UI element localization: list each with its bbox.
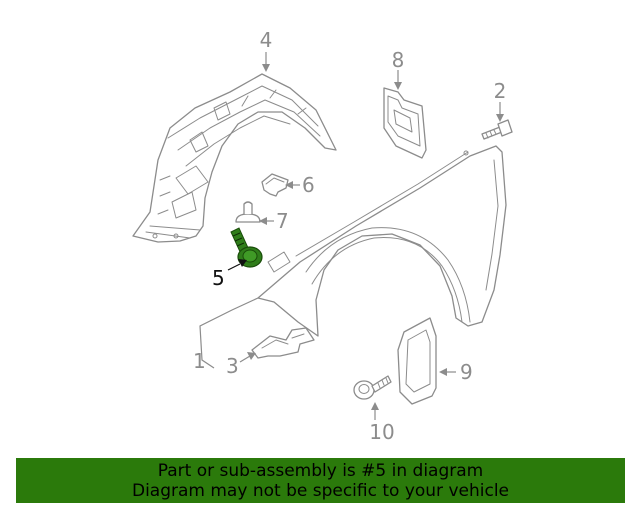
part-9-mud-flap[interactable] bbox=[397, 317, 437, 405]
callout-6: 6 bbox=[302, 173, 315, 197]
callout-5: 5 bbox=[212, 266, 225, 290]
callout-leaders bbox=[227, 52, 504, 420]
part-5-bolt-highlighted[interactable] bbox=[230, 227, 263, 268]
parts-diagram: 4 8 2 6 7 5 1 3 9 10 bbox=[132, 28, 513, 444]
banner-line-1: Part or sub-assembly is #5 in diagram bbox=[157, 460, 484, 481]
part-2-bolt[interactable] bbox=[481, 119, 513, 140]
callout-1: 1 bbox=[193, 349, 206, 373]
callout-7: 7 bbox=[276, 209, 289, 233]
part-4-fender-liner[interactable] bbox=[132, 73, 337, 243]
info-banner: Part or sub-assembly is #5 in diagram Di… bbox=[16, 458, 625, 503]
callout-labels: 4 8 2 6 7 5 1 3 9 10 bbox=[193, 28, 506, 444]
callout-3: 3 bbox=[226, 354, 239, 378]
callout-10: 10 bbox=[369, 420, 394, 444]
part-6-clip[interactable] bbox=[261, 173, 289, 197]
part-7-push-pin[interactable] bbox=[235, 201, 261, 223]
callout-4: 4 bbox=[260, 28, 273, 52]
callout-9: 9 bbox=[460, 360, 473, 384]
callout-8: 8 bbox=[392, 48, 405, 72]
part-8-bracket[interactable] bbox=[383, 87, 427, 159]
part-10-flange-bolt[interactable] bbox=[353, 375, 392, 400]
part-3-bracket[interactable] bbox=[251, 327, 315, 359]
banner-line-2: Diagram may not be specific to your vehi… bbox=[131, 480, 509, 501]
callout-2: 2 bbox=[494, 79, 507, 103]
part-1-fender[interactable] bbox=[199, 145, 507, 369]
